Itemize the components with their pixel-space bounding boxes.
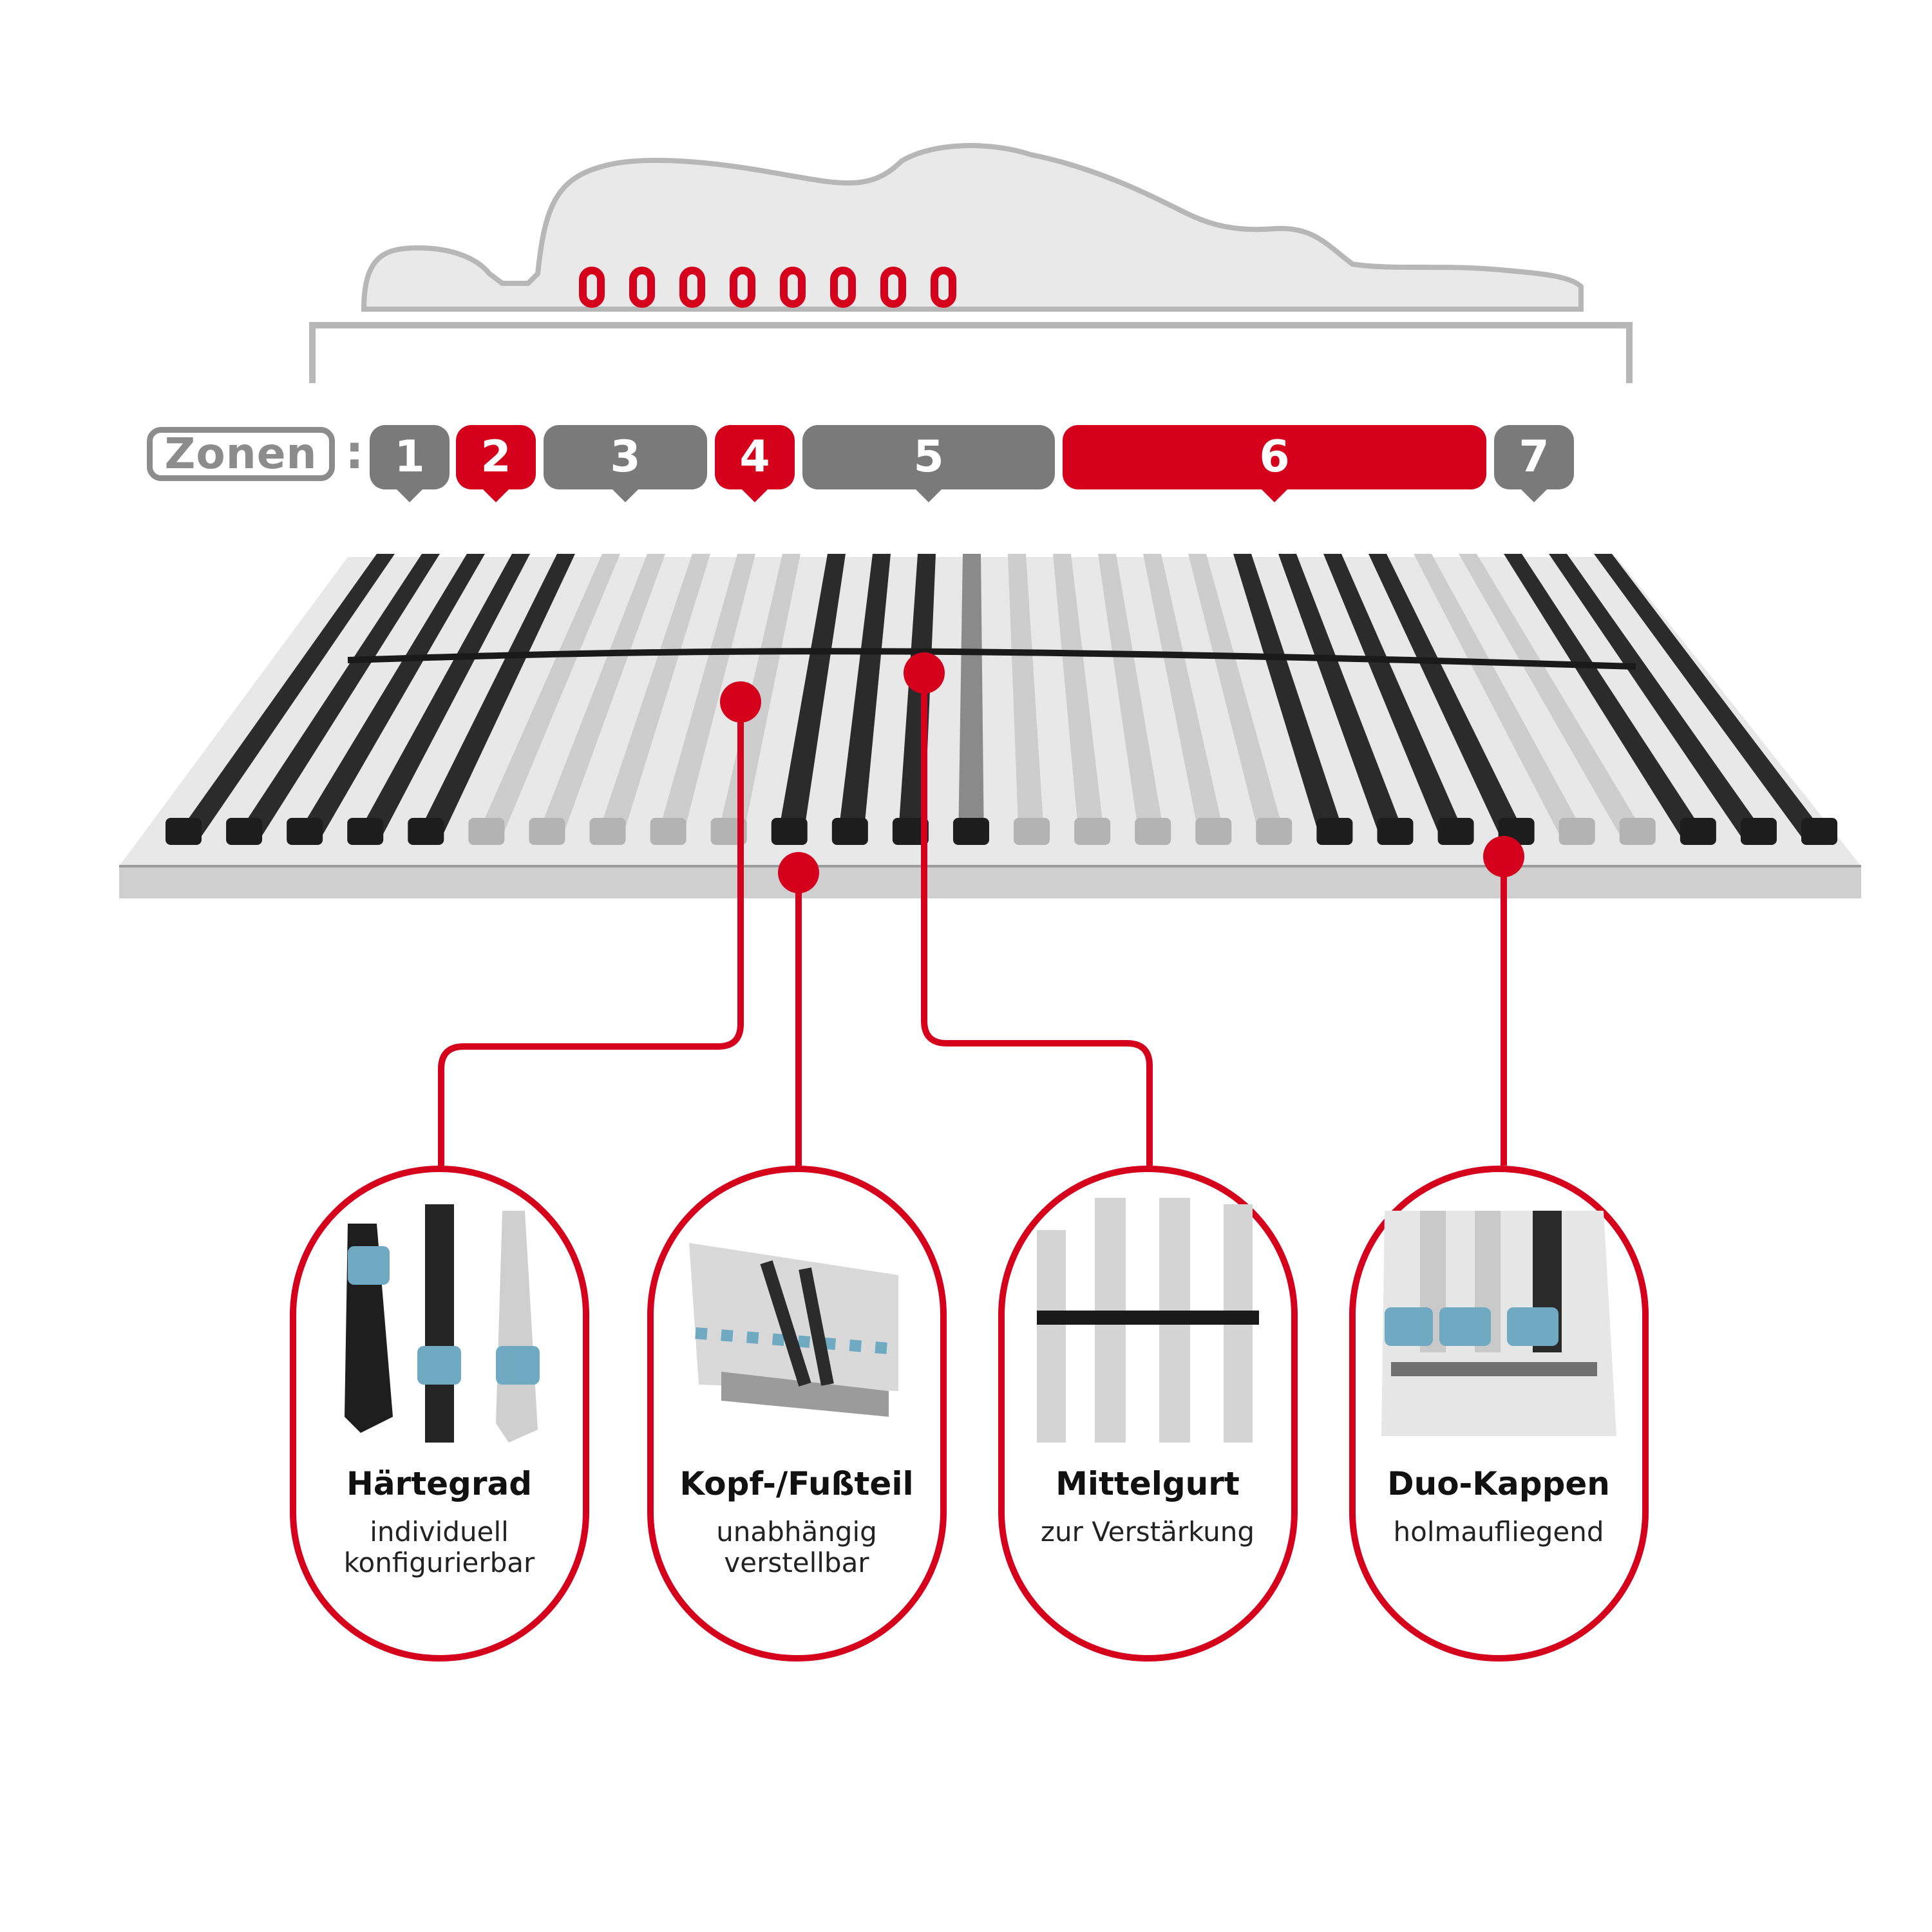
slat (1368, 554, 1530, 844)
slat-cap (1740, 818, 1777, 845)
feature-capsule-4 (1349, 1166, 1649, 1662)
slat-cap (1680, 818, 1716, 845)
slat (473, 554, 620, 844)
slat (1414, 554, 1590, 844)
feature-capsule-2 (647, 1166, 947, 1662)
zone-2: 2 (456, 425, 536, 502)
slat-cap (1074, 818, 1111, 845)
slat (1143, 554, 1227, 844)
callout-dots (720, 652, 1524, 893)
slat (1098, 554, 1166, 844)
zone-5: 5 (802, 425, 1055, 502)
slat (655, 554, 755, 844)
slatted-frame (119, 554, 1861, 898)
zones-colon: : (345, 425, 364, 479)
hardness-clips-icon (345, 1204, 540, 1443)
slat (837, 554, 891, 844)
slat (1459, 554, 1651, 844)
slat (776, 554, 846, 844)
slat-cap (1316, 818, 1353, 845)
slat-cap (650, 818, 687, 845)
slat-cap (1014, 818, 1050, 845)
slat (171, 554, 395, 844)
feature-capsule-3 (998, 1166, 1298, 1662)
feature-capsule-1 (290, 1166, 589, 1662)
slat (352, 554, 530, 844)
feature-title-head-foot: Kopf-/Fußteil (679, 1465, 914, 1502)
slat-cap (1801, 818, 1837, 845)
slat (1549, 554, 1772, 844)
feature-title-hardness: Härtegrad (346, 1465, 533, 1502)
adjustable-head-foot-icon (689, 1243, 899, 1417)
slat-cap (529, 818, 565, 845)
slat-cap (1437, 818, 1474, 845)
spring-dots (579, 267, 956, 308)
slat-cap (1558, 818, 1595, 845)
zone-7: 7 (1494, 425, 1574, 502)
slat (1504, 554, 1711, 844)
slat (1008, 554, 1045, 844)
slat-cap (468, 818, 505, 845)
feature-subtitle-center-strap: zur Verstärkung (1040, 1516, 1255, 1548)
slat-cap (287, 818, 323, 845)
slat (292, 554, 485, 844)
slat (1323, 554, 1469, 844)
slat-cap (1135, 818, 1171, 845)
slat (1188, 554, 1287, 844)
slat (413, 554, 575, 844)
slat-cap (1619, 818, 1656, 845)
zones-label: Zonen (147, 427, 335, 481)
slat (1278, 554, 1408, 844)
slat-cap (771, 818, 808, 845)
slat (1233, 554, 1348, 844)
slat-cap (589, 818, 626, 845)
body-silhouette (309, 143, 1633, 383)
zone-6: 6 (1063, 425, 1486, 502)
slat-cap (892, 818, 929, 845)
zone-1: 1 (370, 425, 450, 502)
slat (1053, 554, 1106, 844)
slat-cap (166, 818, 202, 845)
slat (231, 554, 440, 844)
feature-subtitle-hardness: individuell konfigurierbar (343, 1516, 535, 1578)
center-strap-icon (1037, 1198, 1259, 1443)
slat-cap (347, 818, 384, 845)
slat-cap (952, 818, 989, 845)
callout-lines (438, 673, 1507, 1166)
slat (594, 554, 710, 844)
feature-title-duo-caps: Duo-Kappen (1387, 1465, 1610, 1502)
slat (534, 554, 665, 844)
slat-cap (1377, 818, 1414, 845)
slat-cap (1195, 818, 1232, 845)
feature-title-center-strap: Mittelgurt (1056, 1465, 1240, 1502)
slat-cap (1256, 818, 1293, 845)
slat (1594, 554, 1832, 844)
slat-cap (408, 818, 444, 845)
slat-cap (226, 818, 263, 845)
duo-caps-icon (1381, 1211, 1616, 1436)
zone-3: 3 (544, 425, 707, 502)
feature-subtitle-duo-caps: holmaufliegend (1393, 1516, 1604, 1548)
zone-4: 4 (715, 425, 795, 502)
slat-cap (831, 818, 868, 845)
feature-subtitle-head-foot: unabhängig verstellbar (716, 1516, 877, 1578)
slat (958, 554, 984, 844)
